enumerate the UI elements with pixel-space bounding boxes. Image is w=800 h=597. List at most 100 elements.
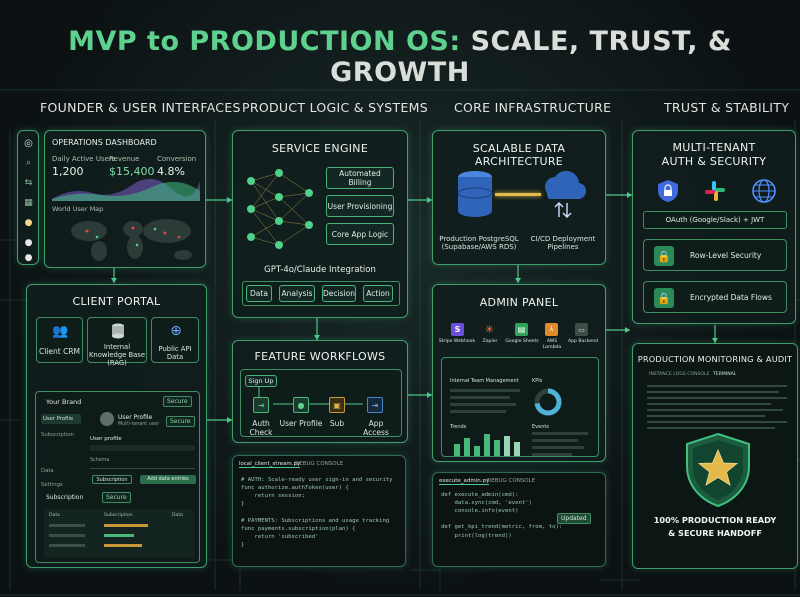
ops-trend-chart — [52, 178, 200, 201]
nav-data[interactable]: Data — [41, 468, 54, 474]
service-engine-title: SERVICE ENGINE — [271, 142, 369, 155]
portal-app-preview: Your Brand Secure User Profile Subscript… — [35, 391, 200, 563]
subscription-button[interactable]: Subscription — [92, 475, 132, 484]
world-map — [71, 219, 192, 261]
flow-analysis[interactable]: Analysis — [279, 285, 315, 302]
flow-action[interactable]: Action — [363, 285, 393, 302]
add-data-button[interactable]: Add data entries — [140, 475, 196, 484]
admin-panel: ADMIN PANEL S ✳ ▤ λ ▭ Stripe Webhook Zap… — [432, 284, 606, 462]
workflows-title: FEATURE WORKFLOWS — [254, 350, 386, 363]
flow-data[interactable]: Data — [246, 285, 272, 302]
workflow-edges — [258, 387, 363, 405]
column-header-logic: PRODUCT LOGIC & SYSTEMS — [242, 100, 428, 115]
client-crm-card[interactable]: 👥 — [36, 317, 83, 363]
signup-node[interactable]: Sign Up — [245, 375, 277, 387]
users-icon: 👥 — [52, 324, 69, 339]
app-access-icon[interactable]: ⇥ — [367, 397, 383, 413]
automated-billing-chip[interactable]: Automated Billing — [326, 167, 394, 189]
flow-decision[interactable]: Decision — [322, 285, 356, 302]
profile-sub: Multi-tenant user — [118, 422, 160, 427]
icon-rail: ◎ ⌕ ⇆ ▦ ● ● ● — [17, 130, 39, 265]
kpi-donut-chart — [534, 388, 562, 416]
share-icon[interactable]: ⇆ — [24, 177, 33, 188]
world-map-label: World User Map — [52, 205, 104, 213]
public-api-card[interactable]: ⊕ — [151, 317, 199, 363]
admin-dashboard-preview: Internal Team Management KPIs Trends Eve… — [441, 357, 599, 457]
user-provisioning-chip[interactable]: User Provisioning — [326, 195, 394, 217]
lock-icon-2: 🔒 — [654, 288, 674, 308]
bulb-icon[interactable]: ● — [24, 217, 33, 228]
sub-icon[interactable]: ▣ — [329, 397, 345, 413]
client-portal: CLIENT PORTAL 👥 Client CRM Internal Know… — [26, 284, 207, 568]
ai-integration-label: GPT-4o/Claude Integration — [264, 265, 376, 275]
nav-subscription[interactable]: Subscription — [41, 432, 74, 438]
column-header-infra: CORE INFRASTRUCTURE — [454, 100, 612, 115]
nav-user-profile[interactable]: User Profile — [41, 414, 81, 424]
code2-file-tab[interactable]: execute_admin.py — [439, 478, 490, 485]
postgres-label: Production PostgreSQL (Supabase/AWS RDS) — [439, 235, 519, 252]
title-part1: MVP to PRODUCTION OS: — [68, 26, 461, 57]
grid-icon[interactable]: ▦ — [24, 197, 33, 208]
scalable-data-architecture: SCALABLE DATA ARCHITECTURE Production Po… — [432, 130, 606, 265]
search-icon[interactable]: ⌕ — [25, 157, 32, 168]
encrypted-flows-card[interactable]: 🔒 Encrypted Data Flows — [643, 281, 787, 313]
column-header-interfaces: FOUNDER & USER INTERFACES — [40, 100, 241, 115]
code1-debug-tab[interactable]: DEBUG CONSOLE — [295, 461, 344, 467]
core-app-logic-chip[interactable]: Core App Logic — [326, 223, 394, 245]
title-part2: SCALE, TRUST, & GROWTH — [330, 26, 732, 88]
stripe-icon[interactable]: S — [451, 323, 464, 336]
globe-icon: ⊕ — [170, 323, 182, 339]
data-arch-title: SCALABLE DATA ARCHITECTURE — [472, 142, 566, 168]
zapier-label: Zapier — [482, 339, 498, 344]
auth-security-panel: MULTI-TENANT AUTH & SECURITY OAuth (Goog… — [632, 130, 796, 324]
dot-icon[interactable]: ● — [24, 252, 33, 263]
admin-panel-title: ADMIN PANEL — [479, 296, 559, 309]
page-title: MVP to PRODUCTION OS: SCALE, TRUST, & GR… — [0, 26, 800, 88]
knowledge-base-card[interactable] — [87, 317, 147, 363]
secure-badge: Secure — [163, 396, 192, 407]
pin-icon[interactable]: ● — [24, 237, 33, 248]
neural-network-icon — [247, 169, 313, 249]
oauth-chip[interactable]: OAuth (Google/Slack) + JWT — [643, 211, 787, 229]
profile-input[interactable] — [90, 445, 195, 451]
lambda-label: AWS Lambda — [542, 339, 562, 350]
monitor-tab-logs[interactable]: INSTANCE LOGS CONSOLE — [649, 372, 710, 377]
stripe-label: Stripe Webhook — [438, 339, 476, 344]
avatar — [100, 412, 114, 426]
code-editor-admin: execute_admin.py DEBUG CONSOLE def execu… — [432, 472, 606, 567]
trends-bar-chart — [454, 434, 520, 456]
team-table — [450, 386, 524, 416]
cicd-label: CI/CD Deployment Pipelines — [530, 235, 596, 252]
kpis-title: KPIs — [532, 378, 543, 384]
code1-file-tab[interactable]: local_client_stream.py — [239, 461, 301, 468]
monitoring-title: PRODUCTION MONITORING & AUDIT — [637, 354, 793, 364]
user-profile-label: User Profile — [279, 419, 323, 428]
code2-body: def execute_admin(cmd): data.sync(cmd, '… — [441, 492, 563, 539]
secure-badge-3: Secure — [102, 492, 131, 503]
aws-lambda-icon[interactable]: λ — [545, 323, 558, 336]
user-profile-icon[interactable]: ● — [293, 397, 309, 413]
nav-settings[interactable]: Settings — [41, 482, 63, 488]
chat-icon[interactable]: ◎ — [24, 138, 33, 149]
profile-name: User Profile — [118, 414, 153, 421]
sheets-icon[interactable]: ▤ — [515, 323, 528, 336]
zapier-icon[interactable]: ✳ — [484, 323, 495, 336]
app-backend-icon[interactable]: ▭ — [575, 323, 588, 336]
monitor-tab-terminal[interactable]: TERMINAL — [713, 372, 737, 377]
profile-label: User profile — [90, 436, 122, 442]
log-lines — [647, 382, 793, 438]
lock-icon: 🔒 — [654, 246, 674, 266]
client-portal-title: CLIENT PORTAL — [72, 295, 161, 308]
slack-icon — [705, 181, 725, 201]
code2-debug-tab[interactable]: DEBUG CONSOLE — [487, 478, 536, 484]
feature-workflows: FEATURE WORKFLOWS Sign Up ⇥ ● ▣ ⇥ Auth C… — [232, 340, 408, 443]
public-api-label: Public API Data — [158, 345, 192, 362]
auth-check-icon[interactable]: ⇥ — [253, 397, 269, 413]
row-level-security-card[interactable]: 🔒 Row-Level Security — [643, 239, 787, 271]
service-engine: SERVICE ENGINE Automated Billing User Pr… — [232, 130, 408, 318]
secure-badge-2: Secure — [166, 416, 195, 427]
auth-title-1: MULTI-TENANT — [672, 141, 756, 154]
sheets-label: Google Sheets — [505, 339, 539, 344]
schema-label: Schema — [90, 458, 110, 463]
